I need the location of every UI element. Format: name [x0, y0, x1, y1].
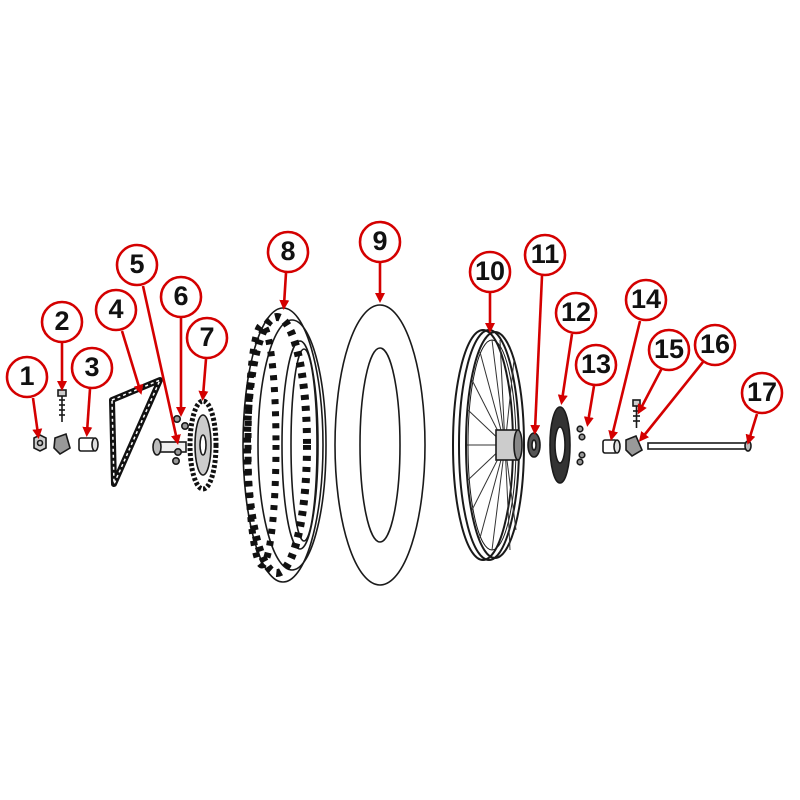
callout-arrow: [745, 413, 759, 445]
part-inner-tube: [334, 304, 426, 586]
callout-circle: [574, 343, 618, 387]
part-brake-disc: [549, 406, 571, 484]
callout-circle: [185, 316, 229, 360]
callout-2: 2: [40, 300, 84, 391]
callout-7: 7: [185, 316, 229, 401]
part-rear-sprocket: [187, 398, 219, 492]
callout-circle: [70, 346, 114, 390]
part-right-spacer: [602, 439, 621, 454]
callout-circle: [693, 323, 737, 367]
callout-3: 3: [70, 346, 114, 437]
callout-arrow: [638, 361, 705, 442]
callout-number: 12: [561, 297, 591, 327]
part-sprocket-bolts: [172, 414, 190, 465]
callout-circle: [624, 278, 668, 322]
callout-number: 6: [173, 281, 188, 311]
callout-circle: [647, 328, 691, 372]
callout-circle: [159, 275, 203, 319]
callout-circle: [523, 233, 567, 277]
callout-circle: [40, 300, 84, 344]
callout-number: 5: [129, 249, 144, 279]
callout-4: 4: [94, 288, 144, 395]
callout-arrow: [31, 397, 43, 439]
callout-circle: [554, 291, 598, 335]
callout-circle: [358, 220, 402, 264]
callout-number: 8: [280, 236, 295, 266]
callout-number: 1: [19, 361, 34, 391]
callout-13: 13: [574, 343, 618, 427]
callout-arrow: [557, 333, 574, 405]
callout-number: 13: [581, 349, 611, 379]
callout-number: 10: [475, 256, 505, 286]
callout-arrow: [82, 388, 93, 437]
part-axle-shaft: [647, 440, 752, 452]
callout-arrow: [120, 330, 144, 395]
part-knobby-tire: [242, 307, 327, 583]
part-right-adjuster-plate: [625, 434, 644, 458]
callout-arrow: [608, 320, 642, 441]
callout-circle: [740, 371, 784, 415]
callout-arrow: [141, 285, 181, 445]
callout-11: 11: [523, 233, 567, 435]
callout-14: 14: [608, 278, 668, 441]
part-drive-chain: [109, 377, 163, 487]
callout-circle: [468, 250, 512, 294]
part-spacer: [78, 437, 99, 452]
callout-1: 1: [5, 355, 49, 439]
callout-16: 16: [638, 323, 737, 442]
callout-circle: [5, 355, 49, 399]
callout-17: 17: [740, 371, 784, 445]
part-disc-bolts: [576, 425, 586, 466]
callout-number: 9: [372, 226, 387, 256]
callout-8: 8: [266, 230, 310, 310]
callout-circle: [115, 243, 159, 287]
callout-number: 7: [199, 322, 214, 352]
callout-number: 4: [108, 294, 123, 324]
callout-number: 15: [654, 334, 684, 364]
callout-12: 12: [554, 291, 598, 405]
callout-15: 15: [637, 328, 691, 415]
callout-6: 6: [159, 275, 203, 417]
part-spoked-rim: [452, 329, 525, 561]
callout-arrow: [279, 272, 290, 310]
callout-arrow: [198, 358, 209, 401]
callout-5: 5: [115, 243, 181, 445]
part-chain-adjuster: [53, 389, 71, 456]
callout-arrow: [530, 275, 544, 435]
callout-arrow: [637, 367, 664, 415]
callout-circle: [266, 230, 310, 274]
callout-circle: [94, 288, 138, 332]
part-bearing: [527, 432, 541, 458]
part-sprocket-bushing: [152, 438, 187, 456]
callout-10: 10: [468, 250, 512, 333]
callout-arrow: [583, 385, 596, 427]
part-right-adjuster-bolt: [632, 399, 641, 428]
part-axle-nut: [33, 434, 47, 452]
callout-number: 16: [700, 329, 730, 359]
callout-9: 9: [358, 220, 402, 303]
callout-number: 17: [747, 377, 777, 407]
callout-number: 2: [54, 306, 69, 336]
callout-number: 11: [531, 239, 560, 269]
callout-number: 3: [84, 352, 99, 382]
callout-number: 14: [631, 284, 661, 314]
